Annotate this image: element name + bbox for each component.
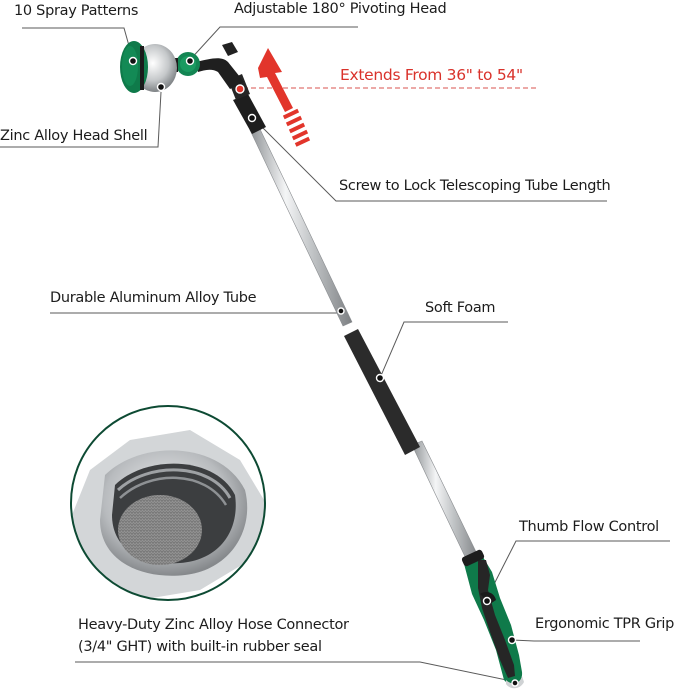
- callout-soft-foam: Soft Foam: [425, 300, 496, 316]
- callout-thumb-flow-control: Thumb Flow Control: [519, 519, 659, 535]
- callout-dots: [128, 56, 519, 687]
- hose-connector-inset: [71, 406, 265, 600]
- callout-pivot-head: Adjustable 180° Pivoting Head: [234, 1, 447, 17]
- wand: [120, 41, 524, 689]
- callout-aluminum-tube: Durable Aluminum Alloy Tube: [50, 290, 257, 306]
- callout-spray-patterns: 10 Spray Patterns: [14, 3, 139, 19]
- callout-extends-length: Extends From 36" to 54": [340, 66, 523, 84]
- extension-arrow-icon: [258, 48, 311, 147]
- callout-screw-lock: Screw to Lock Telescoping Tube Length: [339, 178, 611, 194]
- hose-connector-line-2: (3/4" GHT) with built-in rubber seal: [78, 639, 322, 655]
- callout-head-shell: Zinc Alloy Head Shell: [0, 128, 148, 144]
- leader-lines: [0, 26, 670, 683]
- callout-hose-connector: Heavy-Duty Zinc Alloy Hose Connector (3/…: [78, 614, 408, 658]
- callout-tpr-grip: Ergonomic TPR Grip: [535, 616, 675, 632]
- hose-connector-line-1: Heavy-Duty Zinc Alloy Hose Connector: [78, 617, 349, 633]
